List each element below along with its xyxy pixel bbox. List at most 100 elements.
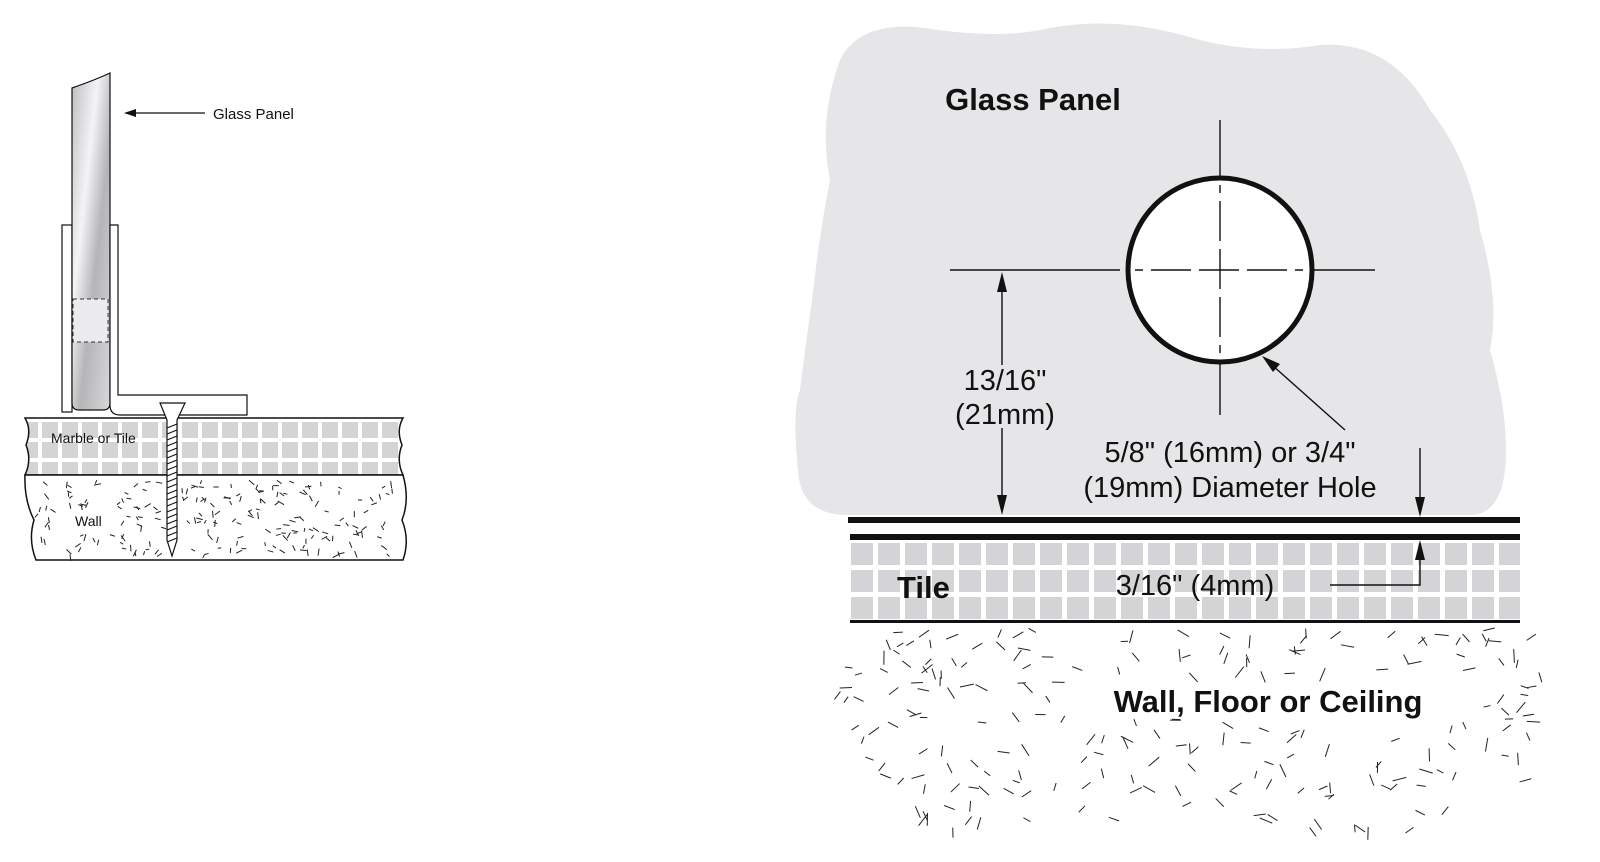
speckle-mark (237, 535, 244, 539)
speckle-mark (1078, 805, 1086, 813)
speckle-mark (210, 502, 215, 508)
speckle-mark (274, 501, 279, 506)
speckle-mark (1260, 671, 1266, 683)
speckle-mark (348, 541, 353, 548)
speckle-mark (144, 481, 151, 483)
speckle-mark (964, 816, 973, 826)
speckle-mark (75, 542, 81, 548)
speckle-mark (96, 539, 100, 546)
speckle-mark (68, 495, 73, 499)
speckle-mark (1419, 768, 1433, 774)
speckle-mark (385, 492, 390, 496)
speckle-mark (337, 551, 341, 557)
speckle-mark (198, 512, 203, 517)
speckle-mark (144, 503, 151, 508)
speckle-mark (1340, 644, 1355, 648)
speckle-mark (1526, 685, 1537, 689)
hole-diameter-line2: (19mm) Diameter Hole (1083, 472, 1376, 504)
speckle-mark (1407, 660, 1422, 665)
speckle-mark (161, 526, 167, 530)
speckle-mark (1526, 633, 1537, 641)
speckle-mark (203, 519, 207, 524)
speckle-mark (1330, 630, 1341, 640)
speckle-mark (947, 687, 955, 699)
speckle-mark (257, 512, 259, 520)
speckle-mark (983, 770, 991, 777)
speckle-mark (1234, 666, 1245, 678)
speckle-mark (40, 536, 43, 543)
speckle-mark (1230, 782, 1242, 791)
speckle-mark (47, 517, 50, 523)
speckle-mark (865, 756, 874, 761)
speckle-mark (1286, 753, 1295, 759)
speckle-mark (229, 500, 233, 506)
speckle-mark (78, 504, 84, 507)
speckle-mark (324, 510, 329, 513)
speckle-mark (1483, 705, 1491, 708)
speckle-mark (383, 546, 388, 551)
speckle-mark (946, 633, 959, 640)
speckle-mark (312, 527, 320, 532)
speckle-mark (380, 525, 385, 531)
speckle-mark (1376, 668, 1389, 671)
speckle-mark (1462, 721, 1467, 730)
speckle-mark (1462, 667, 1476, 671)
speckle-mark (911, 681, 924, 684)
speckle-mark (382, 521, 386, 527)
speckle-mark (235, 493, 241, 497)
speckle-mark (289, 519, 296, 523)
speckle-mark (1222, 732, 1225, 746)
speckle-mark (134, 551, 137, 557)
speckle-mark (1501, 754, 1509, 757)
speckle-mark (1279, 764, 1287, 778)
speckle-mark (69, 502, 72, 509)
speckle-mark (214, 519, 216, 527)
left-glass-label: Glass Panel (213, 106, 294, 123)
speckle-mark (299, 549, 307, 552)
speckle-mark (911, 774, 925, 780)
right-hole-detail-diagram: 13/16" (21mm) 5/8" (16mm) or 3/4" (19mm)… (795, 23, 1543, 840)
speckle-mark (1129, 786, 1143, 794)
speckle-mark (135, 516, 139, 521)
speckle-mark (1122, 736, 1129, 749)
speckle-mark (1081, 781, 1091, 790)
speckle-mark (943, 805, 955, 811)
speckle-mark (1188, 672, 1199, 683)
speckle-mark (236, 541, 238, 546)
speckle-mark (1142, 785, 1156, 793)
speckle-mark (885, 639, 891, 650)
speckle-mark (893, 649, 900, 655)
speckle-mark (109, 534, 116, 537)
speckle-mark (196, 521, 202, 524)
speckle-mark (154, 517, 161, 521)
speckle-mark (1456, 653, 1465, 658)
speckle-mark (950, 783, 960, 793)
speckle-mark (972, 642, 983, 650)
speckle-mark (371, 502, 378, 506)
speckle-mark (1101, 734, 1105, 744)
speckle-mark (299, 491, 306, 496)
speckle-mark (1175, 744, 1187, 747)
speckle-mark (925, 658, 932, 665)
left-tile-layer (23, 417, 405, 476)
speckle-mark (155, 481, 163, 484)
speckle-mark (1259, 817, 1273, 824)
speckle-mark (279, 492, 285, 497)
speckle-mark (44, 521, 49, 528)
speckle-mark (195, 497, 198, 503)
speckle-mark (121, 533, 125, 539)
speckle-mark (997, 629, 1002, 638)
speckle-mark (121, 547, 127, 550)
speckle-mark (1441, 806, 1449, 816)
speckle-mark (997, 750, 1010, 754)
speckle-mark (92, 537, 96, 543)
speckle-mark (1525, 732, 1531, 741)
speckle-mark (1223, 652, 1229, 665)
speckle-mark (185, 488, 189, 495)
speckle-mark (1003, 787, 1014, 795)
speckle-mark (978, 785, 990, 796)
speckle-mark (1258, 727, 1269, 733)
speckle-mark (896, 642, 904, 648)
speckle-mark (1421, 636, 1428, 646)
